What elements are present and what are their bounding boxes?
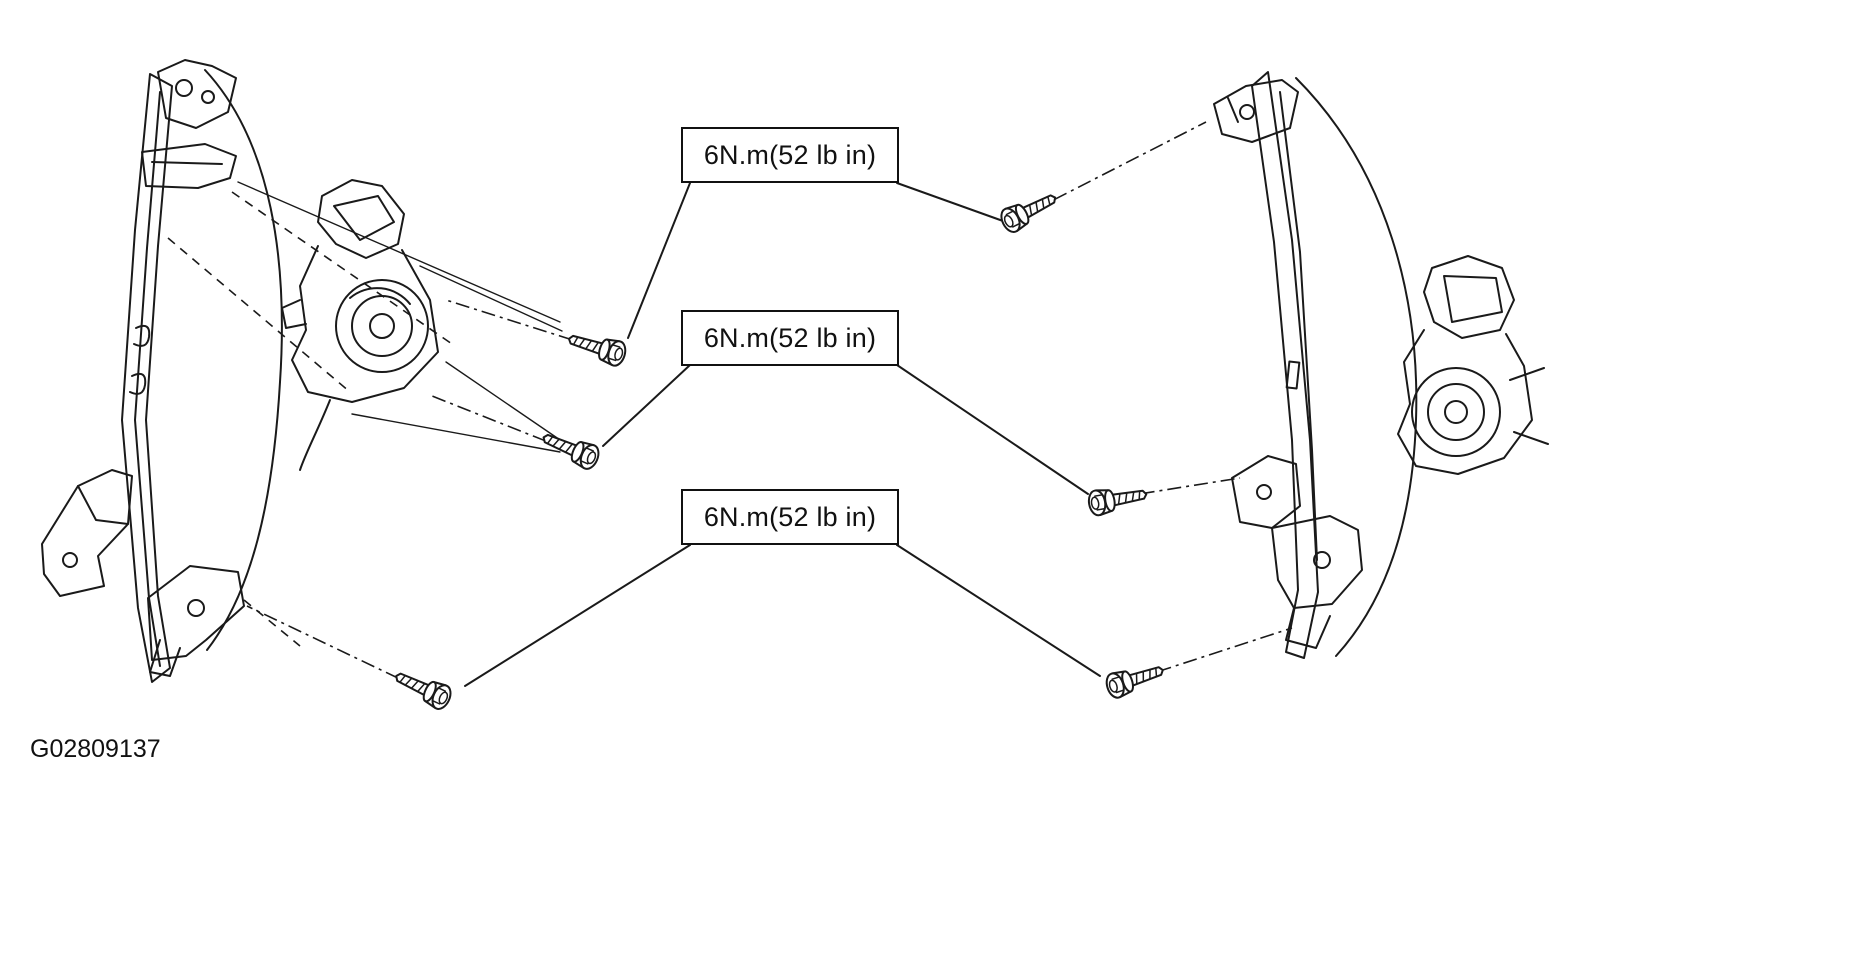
left-door-mount-hole [62, 552, 78, 568]
projection-line [445, 361, 567, 445]
right-gear-housing-hub [1444, 400, 1468, 424]
left-motor-connector [281, 299, 307, 329]
left-top-bracket-hole-1 [175, 79, 193, 97]
left-door-mount-bracket-inner [77, 485, 129, 525]
left-motor-body [317, 179, 405, 259]
leader-line-bottom-right [896, 544, 1101, 677]
projection-line [351, 413, 561, 453]
torque-callout-middle-text: 6N.m(52 lb in) [703, 322, 877, 353]
right-rail-slot [1285, 360, 1301, 390]
leader-line-bottom-left [464, 544, 691, 687]
left-top-bracket-hole-2 [201, 90, 215, 104]
left-upper-clamp-line [151, 161, 223, 165]
left-door-mount-bracket [41, 469, 133, 597]
right-lower-bracket-1-hole [1256, 484, 1272, 500]
left-bottom-bracket-foot [149, 639, 181, 677]
left-bottom-bracket-hole [187, 599, 205, 617]
left-gear-housing-mid [351, 295, 413, 357]
left-top-bracket [157, 59, 237, 129]
bolt-icon [996, 185, 1062, 237]
bolt-icon [564, 325, 630, 369]
leader-line-top-left [627, 182, 691, 339]
right-top-bracket-hole [1239, 104, 1255, 120]
right-rail-inner-line [1279, 91, 1318, 561]
right-motor-stub-lines [1509, 367, 1549, 445]
centerline [246, 605, 424, 691]
left-glass-run-curve [204, 69, 283, 651]
right-gear-housing-outer [1411, 367, 1501, 457]
left-rail-inner-line [134, 91, 161, 667]
right-rail-outline [1251, 71, 1319, 659]
right-lower-bracket-2-hole [1313, 551, 1331, 569]
centerline [431, 395, 572, 452]
leader-line-top-right [896, 182, 1004, 222]
right-glass-run-curve [1295, 77, 1418, 657]
callout-leader-lines [464, 182, 1101, 687]
bolts [389, 185, 1168, 713]
projection-line [237, 181, 561, 323]
left-rail-clip-lower [129, 372, 147, 395]
right-top-bracket-line [1227, 97, 1239, 123]
right-lower-bracket-1 [1231, 455, 1301, 529]
right-lower-bracket-2 [1271, 515, 1363, 609]
bolt-icon [537, 424, 603, 473]
torque-callout-middle: 6N.m(52 lb in) [681, 310, 899, 366]
left-upper-clamp-bracket [141, 143, 237, 189]
torque-callout-bottom-text: 6N.m(52 lb in) [703, 501, 877, 532]
bolt-icon [1086, 480, 1150, 518]
projection-line [419, 265, 563, 332]
right-regulator-assembly [1213, 71, 1549, 659]
right-gear-housing-mid [1427, 383, 1485, 441]
left-gear-housing-outer [335, 279, 429, 373]
left-drive-cable [299, 399, 331, 471]
left-rail-clip-upper [133, 324, 151, 347]
torque-callout-top: 6N.m(52 lb in) [681, 127, 899, 183]
right-motor-body [1423, 255, 1515, 339]
left-dashed-lines [167, 191, 453, 647]
right-motor-body-inner [1443, 275, 1503, 323]
bolt-centerlines [246, 121, 1293, 691]
left-motor-body-inner [333, 195, 395, 241]
left-projection-lines [237, 181, 567, 453]
leader-line-mid-left [602, 364, 691, 447]
bolt-icon [389, 663, 456, 713]
torque-callout-bottom: 6N.m(52 lb in) [681, 489, 899, 545]
bolt-icon [1102, 657, 1168, 701]
right-bottom-foot [1285, 607, 1331, 649]
dashed-line [243, 599, 301, 647]
left-gear-housing-hub [369, 313, 395, 339]
left-bottom-bracket [147, 565, 245, 661]
left-rail-outline [121, 73, 173, 683]
dashed-line [231, 191, 453, 345]
leader-line-mid-right [896, 364, 1089, 495]
dashed-line [167, 237, 351, 393]
figure-id: G02809137 [30, 735, 161, 763]
centerline [1029, 121, 1207, 213]
left-regulator-assembly [41, 59, 439, 683]
left-motor-plate [291, 245, 439, 403]
torque-callout-top-text: 6N.m(52 lb in) [703, 139, 877, 170]
left-gear-housing-arc [349, 287, 411, 305]
right-motor-plate [1397, 329, 1533, 475]
